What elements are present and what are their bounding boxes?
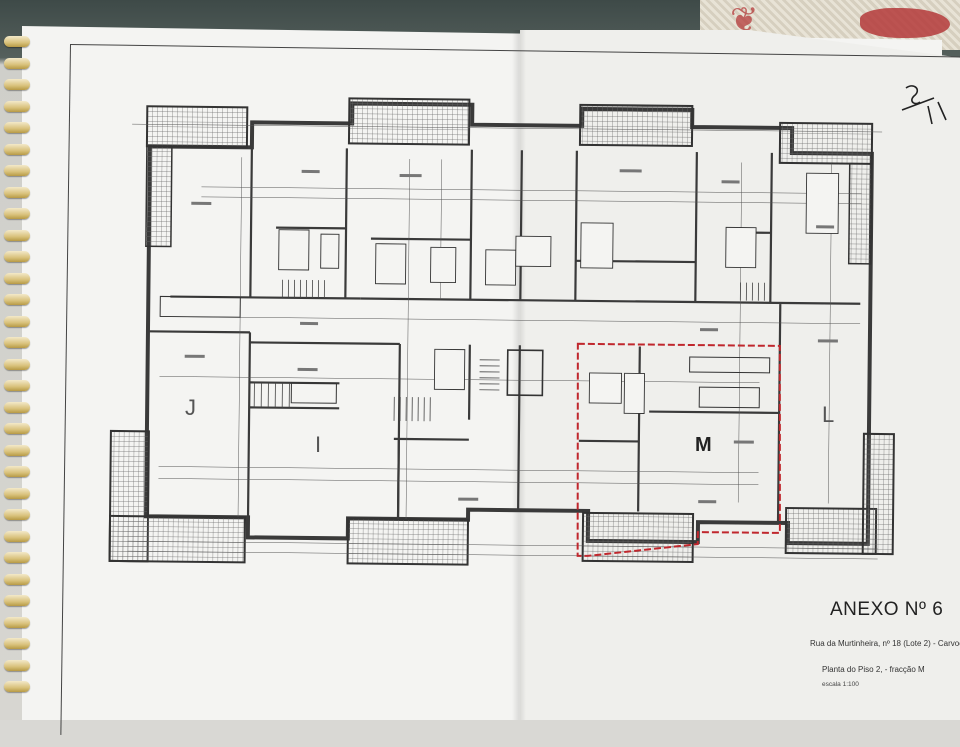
fraction-m-outline	[576, 342, 781, 557]
balcony	[578, 103, 694, 148]
binding-ring	[4, 208, 30, 219]
binding-ring	[4, 573, 30, 585]
unit-label-i: I	[315, 432, 322, 457]
binding-ring	[4, 122, 30, 133]
bathroom-fixtures	[278, 172, 840, 414]
binding-ring	[4, 229, 30, 241]
binding-ring	[4, 595, 30, 606]
annex-title: ANEXO Nº 6	[830, 599, 944, 620]
interior-walls	[147, 147, 861, 523]
balcony	[581, 511, 695, 564]
tablecloth-pattern-red	[860, 8, 950, 38]
binding-ring	[4, 509, 30, 520]
binding-ring	[4, 444, 30, 456]
stairs	[253, 279, 765, 422]
address-text: Rua da Murtinheira, nº 18 (Lote 2) - Car…	[810, 639, 960, 648]
binding-ring	[4, 401, 30, 413]
floor-plan-title: Planta do Piso 2, - fracção M	[822, 665, 925, 674]
binding-ring	[4, 294, 30, 305]
binding-ring	[4, 100, 30, 112]
balcony	[847, 162, 873, 265]
binding-ring	[4, 681, 30, 692]
title-block: ANEXO Nº 6 Rua da Murtinheira, nº 18 (Lo…	[780, 595, 960, 720]
binding-ring	[4, 79, 30, 90]
balcony	[346, 517, 470, 566]
balcony	[145, 105, 249, 149]
binding-ring	[4, 487, 30, 499]
binding-ring	[4, 659, 30, 671]
binding-ring	[4, 466, 30, 477]
binding-ring	[4, 57, 30, 69]
balcony	[108, 514, 247, 564]
binding-ring	[4, 143, 30, 155]
binding-ring	[4, 638, 30, 649]
binding-ring	[4, 552, 30, 563]
spiral-binding	[0, 30, 40, 720]
binding-ring	[4, 315, 30, 327]
binding-ring	[4, 530, 30, 542]
unit-label-l: L	[822, 402, 835, 427]
binding-ring	[4, 358, 30, 370]
binding-ring	[4, 165, 30, 176]
binding-ring	[4, 36, 30, 47]
scale-text: escala 1:100	[822, 681, 859, 688]
elevator-shaft	[506, 349, 544, 397]
binding-ring	[4, 251, 30, 262]
unit-label-j: J	[185, 395, 196, 420]
binding-ring	[4, 380, 30, 391]
room-label-marks	[184, 169, 838, 504]
handwritten-mark	[901, 85, 947, 125]
balcony	[861, 432, 895, 556]
binding-ring	[4, 186, 30, 198]
binding-ring	[4, 616, 30, 628]
balcony	[778, 121, 874, 165]
kitchen-counters	[159, 295, 771, 409]
binding-ring	[4, 337, 30, 348]
binding-ring	[4, 423, 30, 434]
dimension-lines	[127, 123, 883, 560]
balcony	[145, 145, 173, 248]
unit-label-m: M	[695, 434, 712, 456]
floor-plan	[108, 97, 895, 566]
balcony	[347, 97, 471, 146]
binding-ring	[4, 272, 30, 284]
